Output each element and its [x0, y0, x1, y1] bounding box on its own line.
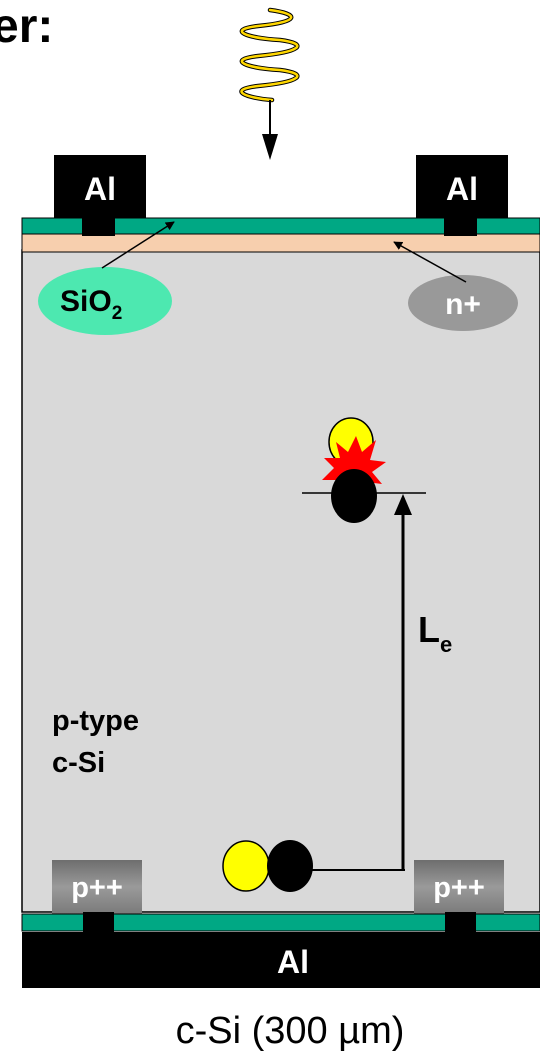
p-plus-region-left [52, 860, 142, 914]
diffusion-length-label: Le [418, 609, 452, 657]
top-contact-right [416, 155, 508, 236]
bottom-al-contact [22, 932, 540, 988]
n-plus-bubble [408, 275, 518, 331]
bulk-silicon [21, 249, 540, 913]
al-top-right-label: Al [446, 171, 478, 207]
hole-bottom [222, 840, 270, 892]
sio2-bubble [38, 267, 172, 335]
bottom-via-left [83, 912, 114, 934]
p-plus-region-right [414, 860, 504, 914]
material-label-line2: c-Si [52, 747, 105, 779]
header-fragment: er: [0, 0, 53, 53]
al-bottom-label: Al [277, 944, 309, 980]
top-oxide-layer [21, 217, 540, 235]
material-label-line1: p-type [52, 705, 139, 737]
electron-top [331, 469, 377, 523]
al-top-left-label: Al [84, 171, 116, 207]
bottom-via-right [445, 912, 476, 934]
n-plus-label: n+ [445, 288, 481, 321]
electron-bottom [267, 840, 313, 892]
n-plus-layer [21, 233, 540, 253]
p-plus-right-label: p++ [433, 872, 485, 904]
diffusion-arrow-head [394, 494, 412, 515]
photon-arrow-head [262, 134, 278, 160]
sio2-pointer [101, 221, 175, 269]
p-plus-left-label: p++ [71, 872, 123, 904]
n-plus-pointer [393, 241, 467, 283]
bottom-oxide-layer [21, 913, 540, 932]
sio2-label: SiO2 [60, 285, 122, 324]
top-contact-left [54, 155, 146, 236]
diagram-caption: c-Si (300 µm) [176, 1010, 405, 1052]
